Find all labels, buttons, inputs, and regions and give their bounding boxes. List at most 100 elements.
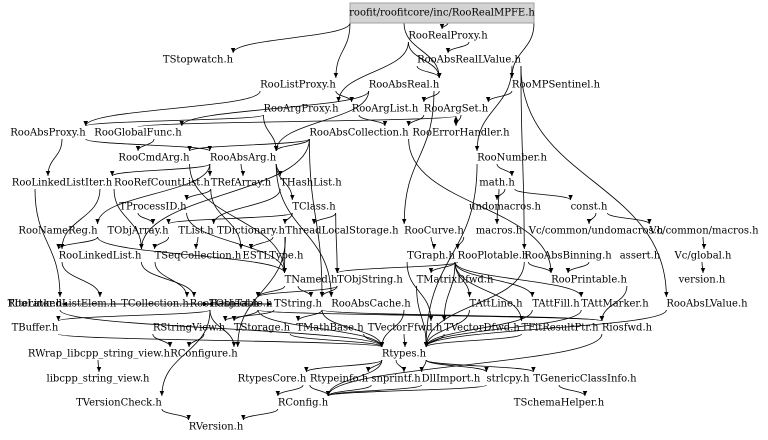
node-roonumber-h[interactable]: RooNumber.h <box>477 153 547 164</box>
node-tattfill-h[interactable]: TAttFill.h <box>532 299 580 310</box>
node-tschemahelper-h[interactable]: TSchemaHelper.h <box>514 398 605 409</box>
node-tclass-h[interactable]: TClass.h <box>292 202 336 213</box>
node-strlcpy-h[interactable]: strlcpy.h <box>486 374 530 385</box>
node-rooabslvalue-h[interactable]: RooAbsLValue.h <box>666 299 748 310</box>
node-vc-common-undomacros-h[interactable]: Vc/common/undomacros.h <box>528 226 664 237</box>
edge-math-h-to-const-h <box>514 188 573 201</box>
edge-rooabsbinning-h-to-rooprintable-h <box>565 261 590 274</box>
node-tobject-h[interactable]: TObject.h <box>209 299 259 310</box>
node-tgenericclassinfo-h[interactable]: TGenericClassInfo.h <box>533 374 637 385</box>
edge-math-h-to-undomacros-h <box>494 188 506 201</box>
edge-rooabscollection-h-to-rooabsarg-h <box>273 138 310 152</box>
edge-roofit-roofitcore-inc-roorealmpfe-h-to-roorealproxy-h <box>439 22 449 30</box>
edge-tstring-h-to-tmathbase-h <box>295 309 323 322</box>
node-rooabscollection-h[interactable]: RooAbsCollection.h <box>309 128 409 139</box>
node-tgraph-h[interactable]: TGraph.h <box>407 251 455 262</box>
edge-tnamed-h-to-tstring-h <box>297 285 314 298</box>
node-roorefcountlist-h[interactable]: RooRefCountList.h <box>114 178 210 189</box>
node-macros-h[interactable]: macros.h <box>476 226 523 237</box>
node-rooargset-h[interactable]: RooArgSet.h <box>424 104 489 115</box>
node-snprintf-h[interactable]: snprintf.h <box>371 374 421 385</box>
node-roolistproxy-h[interactable]: RooListProxy.h <box>260 80 336 91</box>
node-vc-common-macros-h[interactable]: Vc/common/macros.h <box>648 226 759 237</box>
node-rooabsproxy-h[interactable]: RooAbsProxy.h <box>10 128 86 139</box>
node-tvectordfwd-h[interactable]: TVectorDfwd.h <box>444 323 520 334</box>
node-tcollection-h[interactable]: TCollection.h <box>121 299 189 310</box>
node-rtypeinfo-h[interactable]: Rtypeinfo.h <box>310 374 369 385</box>
node-roocurve-h[interactable]: RooCurve.h <box>404 226 464 237</box>
node-roompsentinel-h[interactable]: RooMPSentinel.h <box>512 80 601 91</box>
node-rooprintable-h[interactable]: RooPrintable.h <box>551 275 627 286</box>
node-tstorage-h[interactable]: TStorage.h <box>234 323 291 334</box>
edges-layer <box>34 22 707 421</box>
node-riosfwd-h[interactable]: Riosfwd.h <box>602 323 653 334</box>
node-rstringview-h[interactable]: RStringView.h <box>153 323 226 334</box>
node-roorealproxy-h[interactable]: RooRealProxy.h <box>408 31 488 42</box>
node-rversion-h[interactable]: RVersion.h <box>189 422 244 433</box>
node-tprocessid-h[interactable]: TProcessID.h <box>119 202 187 213</box>
edge-rooabscollection-h-to-roocmdarg-h <box>187 138 310 152</box>
node-thashlist-h[interactable]: THashList.h <box>280 178 342 189</box>
node-roolinkedlistiter-h[interactable]: RooLinkedListIter.h <box>12 178 113 189</box>
node-libcpp-string-view-h[interactable]: libcpp_string_view.h <box>47 374 150 385</box>
edge-vc-global-h-to-version-h <box>700 261 706 274</box>
root-node[interactable]: roofit/roofitcore/inc/RooRealMPFE.h <box>349 2 535 24</box>
edge-tversioncheck-h-to-rversion-h <box>161 408 191 421</box>
node-tdictionary-h[interactable]: TDictionary.h <box>217 226 285 237</box>
node-estltype-h[interactable]: ESTLType.h <box>243 251 304 262</box>
node-tattline-h[interactable]: TAttLine.h <box>469 299 523 310</box>
edge-rooargproxy-h-to-rooabsarg-h <box>263 114 279 152</box>
node-roonamereg-h[interactable]: RooNameReg.h <box>18 226 98 237</box>
node-rooerrorhandler-h[interactable]: RooErrorHandler.h <box>412 128 510 139</box>
node-rooabsbinning-h[interactable]: RooAbsBinning.h <box>524 251 612 262</box>
node-rooabsreallvalue-h[interactable]: RooAbsRealLValue.h <box>417 55 521 66</box>
node-tfitresultptr-h[interactable]: TFitResultPtr.h <box>521 323 599 334</box>
node-rooglobalfunc-h[interactable]: RooGlobalFunc.h <box>94 128 182 139</box>
node-rooargproxy-h[interactable]: RooArgProxy.h <box>263 104 339 115</box>
node-rwrap-libcpp-string-view-h[interactable]: RWrap_libcpp_string_view.h <box>28 349 171 360</box>
node-rooabscache-h[interactable]: RooAbsCache.h <box>331 299 411 310</box>
node-rooabsarg-h[interactable]: RooAbsArg.h <box>210 153 277 164</box>
node-tvectorffwd-h[interactable]: TVectorFfwd.h <box>368 323 443 334</box>
edge-tclass-h-to-threadlocalstorage-h <box>311 212 337 225</box>
node-rconfig-h[interactable]: RConfig.h <box>278 398 329 409</box>
node-rooplotable-h[interactable]: RooPlotable.h <box>458 251 529 262</box>
node-tobjstring-h[interactable]: TObjString.h <box>337 275 403 286</box>
node-rconfigure-h[interactable]: RConfigure.h <box>170 349 238 360</box>
edge-roofit-roofitcore-inc-roorealmpfe-h-to-roompsentinel-h <box>509 22 535 79</box>
node-rooabsreal-h[interactable]: RooAbsReal.h <box>369 80 440 91</box>
node-tmatrixdfwd-h[interactable]: TMatrixDfwd.h <box>417 275 494 286</box>
node-roohashtable-h[interactable]: RooHashTable.h <box>190 299 273 310</box>
node-tversioncheck-h[interactable]: TVersionCheck.h <box>76 398 162 409</box>
node-tseqcollection-h[interactable]: TSeqCollection.h <box>155 251 242 262</box>
node-undomacros-h[interactable]: undomacros.h <box>469 202 541 213</box>
node-vc-global-h[interactable]: Vc/global.h <box>674 251 733 262</box>
node-rooarglist-h[interactable]: RooArgList.h <box>352 104 419 115</box>
edge-roocurve-h-to-rooplotable-h <box>455 236 465 250</box>
edge-rtypes-h-to-dllimport-h <box>419 359 427 373</box>
node-rtypescore-h[interactable]: RtypesCore.h <box>238 374 307 385</box>
node-tbuffer-h[interactable]: TBuffer.h <box>12 323 59 334</box>
node-const-h[interactable]: const.h <box>571 202 608 213</box>
node-version-h[interactable]: version.h <box>678 275 726 286</box>
node-rtypes-h[interactable]: Rtypes.h <box>382 349 427 360</box>
node-roolinkedlistelem-h[interactable]: RooLinkedListElem.h <box>8 299 117 310</box>
edge-const-h-to-vc-common-undomacros-h <box>586 212 597 225</box>
edge-trefarray-h-to-tprocessid-h <box>184 188 212 201</box>
edge-rooplotable-h-to-tnamed-h <box>335 261 459 274</box>
node-assert-h[interactable]: assert.h <box>620 251 661 262</box>
node-tstopwatch-h[interactable]: TStopwatch.h <box>163 55 234 66</box>
node-roolinkedlist-h[interactable]: RooLinkedList.h <box>59 251 142 262</box>
node-tmathbase-h[interactable]: TMathBase.h <box>296 323 364 334</box>
node-threadlocalstorage-h[interactable]: ThreadLocalStorage.h <box>285 226 399 237</box>
node-tobjarray-h[interactable]: TObjArray.h <box>107 226 169 237</box>
node-trefarray-h[interactable]: TRefArray.h <box>211 178 272 189</box>
node-tlist-h[interactable]: TList.h <box>178 226 214 237</box>
node-tattmarker-h[interactable]: TAttMarker.h <box>581 299 649 310</box>
node-tstring-h[interactable]: TString.h <box>274 299 323 310</box>
node-tnamed-h[interactable]: TNamed.h <box>285 275 338 286</box>
node-titerator-h[interactable]: TIterator.h <box>8 299 63 310</box>
node-math-h[interactable]: math.h <box>479 178 515 189</box>
node-roocmdarg-h[interactable]: RooCmdArg.h <box>118 153 190 164</box>
node-dllimport-h[interactable]: DllImport.h <box>422 374 481 385</box>
